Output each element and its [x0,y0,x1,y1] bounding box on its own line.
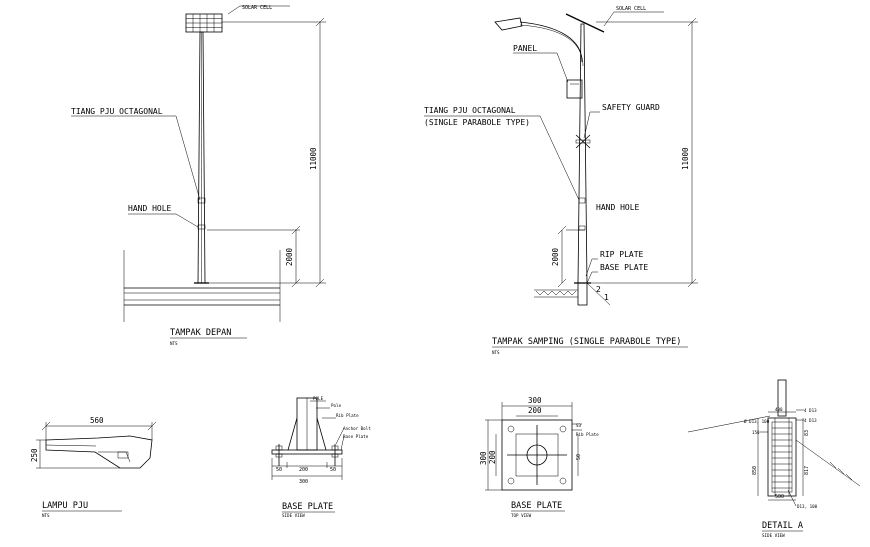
stirrup-bot: D13, 100 [797,504,818,509]
dim-height-side: 11000 [681,147,690,170]
label-pole2-bp: Pole [331,403,342,408]
dim-50b: 50 [330,467,336,473]
dim-height: 11000 [309,147,318,170]
rebar-1: 4 D13 [804,408,817,413]
base-plate-top-subtitle: TOP VIEW [511,513,532,518]
lamp-head [494,17,523,31]
detail-a-subtitle: SIDE VIEW [762,533,785,538]
base-plate-side-subtitle: SIDE VIEW [282,513,305,518]
panel-box [566,79,583,99]
lamp-title: LAMPU PJU [42,501,88,511]
dim-83: 83 [804,430,810,436]
plate-outline [501,419,573,491]
dim-200: 200 [299,467,308,473]
side-view-title: TAMPAK SAMPING (SINGLE PARABOLE TYPE) [492,337,681,347]
dim-400: 400 [775,407,783,412]
foundation-block [767,417,797,497]
base-plate-side-title: BASE PLATE [282,502,333,512]
base-plate-side: POLE Pole Rib Plate Anchor Bolt Base Pla… [271,396,371,518]
label-hand-hole-side: HAND HOLE [596,203,640,212]
slope-2: 2 [596,285,601,294]
lamp-detail: 560 250 LAMPU PJU NTS [30,416,157,518]
label-pole-side-1: TIANG PJU OCTAGONAL [424,106,516,115]
hand-hole [197,197,206,204]
base-plate-top: 300 200 300 200 50 S3 Rib Plate BASE PLA… [479,396,599,518]
dim-850: 850 [752,466,758,475]
dim-150: 150 [752,430,760,435]
safety-guard [575,134,591,149]
label-s3: S3 [576,423,582,428]
label-base-plate: BASE PLATE [600,263,648,272]
rebar-2: 4 D13 [804,418,817,423]
stirrup-top: Ø D13, 100 [744,419,770,424]
lamp-scale: NTS [42,513,50,518]
dim-50-top: 50 [576,454,582,460]
dim-base: 2000 [285,247,294,266]
label-solar-cell-side: SOLAR CELL [616,6,646,12]
label-rip-plate: RIP PLATE [600,250,644,259]
slope-1: 1 [604,293,609,302]
lamp-dim-width: 560 [90,416,104,425]
front-view-scale: NTS [170,341,178,346]
label-panel: PANEL [513,44,537,53]
label-rib-plate-top: Rib Plate [576,432,599,437]
side-view: SOLAR CELL PANEL TIANG PJU OCTAGONAL (SI… [424,6,698,355]
side-view-scale: NTS [492,350,500,355]
label-base-plate-bp: Base Plate [343,434,369,439]
dim-200-top: 200 [528,406,542,415]
label-hand-hole: HAND HOLE [128,204,172,213]
label-solar-cell: SOLAR CELL [242,5,272,11]
dim-300-left: 300 [479,451,488,465]
dim-300: 300 [299,479,308,485]
pole-side [577,23,588,284]
dim-base-side: 2000 [551,247,560,266]
front-view: SOLAR CELL TIANG PJU OCTAGONAL HAND HOLE… [71,5,326,346]
detail-a: 400 4 D13 4 D13 Ø D13, 100 150 850 817 8… [687,379,861,538]
dim-300-top: 300 [528,396,542,405]
dim-50a: 50 [276,467,282,473]
foundation [577,282,588,306]
label-pole-bp: POLE [313,396,324,401]
lamp-dim-height: 250 [30,448,39,462]
label-safety-guard: SAFETY GUARD [602,103,660,112]
dim-500: 500 [775,494,784,500]
base-plate-top-title: BASE PLATE [511,501,562,511]
label-pole-side-2: (SINGLE PARABOLE TYPE) [424,118,530,127]
base-plate [271,449,343,455]
label-rib-plate-bp: Rib Plate [336,413,359,418]
lamp-body [45,435,153,469]
front-view-title: TAMPAK DEPAN [170,328,231,338]
dim-817: 817 [804,466,810,475]
solar-panel-side [565,13,605,33]
label-anchor-bolt: Anchor Bolt [343,426,371,431]
label-pole: TIANG PJU OCTAGONAL [71,107,163,116]
detail-a-title: DETAIL A [762,521,803,531]
dim-200-left: 200 [488,450,497,464]
